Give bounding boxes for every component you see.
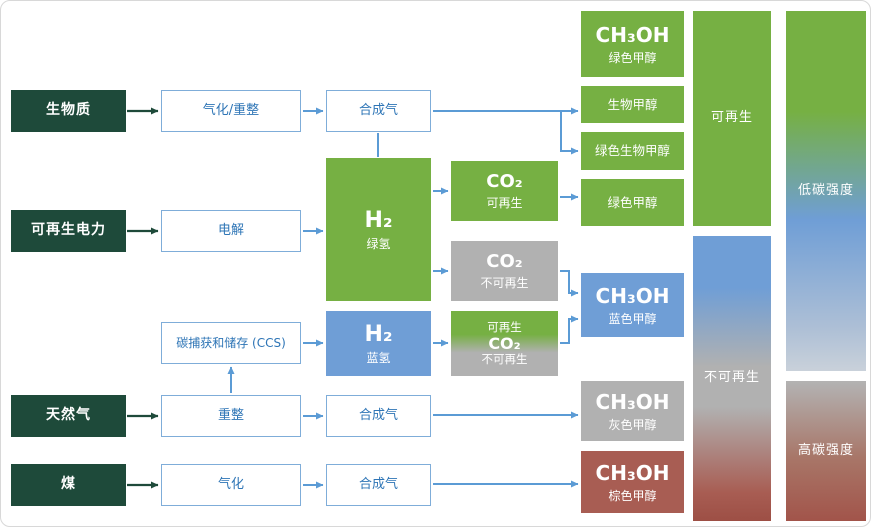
bar-high-carbon-intensity: 高碳强度 xyxy=(786,381,866,521)
node-syngas-biomass: 合成气 xyxy=(326,90,431,132)
node-syngas-coal: 合成气 xyxy=(326,464,431,506)
node-blue-hydrogen: H₂ 蓝氢 xyxy=(326,311,431,376)
green-methanol-header-label: 绿色甲醇 xyxy=(608,50,657,65)
co2-renewable-label: 可再生 xyxy=(486,196,523,211)
node-green-bio-methanol: 绿色生物甲醇 xyxy=(581,132,684,170)
green-bio-methanol-label: 绿色生物甲醇 xyxy=(594,143,670,159)
co2-mixed-bottom-label: 不可再生 xyxy=(481,352,528,367)
node-biomass: 生物质 xyxy=(11,90,126,132)
gray-methanol-label: 灰色甲醇 xyxy=(608,417,657,432)
green-hydrogen-label: 绿氢 xyxy=(366,237,391,252)
co2-nonrenewable-label: 不可再生 xyxy=(480,276,529,291)
node-gray-methanol: CH₃OH 灰色甲醇 xyxy=(581,381,684,441)
node-co2-nonrenewable: CO₂ 不可再生 xyxy=(451,241,558,301)
brown-methanol-label: 棕色甲醇 xyxy=(608,488,657,503)
node-gasification: 气化 xyxy=(161,464,301,506)
node-gasification-reforming-label: 气化/重整 xyxy=(202,102,260,118)
node-brown-methanol: CH₃OH 棕色甲醇 xyxy=(581,451,684,513)
bar-low-carbon-intensity: 低碳强度 xyxy=(786,11,866,371)
blue-hydrogen-label: 蓝氢 xyxy=(366,351,391,366)
node-co2-mixed: 可再生 CO₂ 不可再生 xyxy=(451,311,558,376)
node-ccs-label: 碳捕获和储存 (CCS) xyxy=(176,335,286,350)
node-electrolysis-label: 电解 xyxy=(217,222,244,238)
bar-non-renewable: 不可再生 xyxy=(693,236,771,521)
blue-methanol-formula: CH₃OH xyxy=(595,283,670,308)
node-coal: 煤 xyxy=(11,464,126,506)
node-green-methanol-header: CH₃OH 绿色甲醇 xyxy=(581,11,684,77)
node-syngas-coal-label: 合成气 xyxy=(358,476,398,492)
blue-methanol-label: 蓝色甲醇 xyxy=(608,311,657,326)
co2-renewable-formula: CO₂ xyxy=(486,170,523,192)
node-reforming: 重整 xyxy=(161,395,301,437)
gray-methanol-formula: CH₃OH xyxy=(595,389,670,414)
arrow-co2-nonrenewable-to-blue-methanol xyxy=(560,270,579,297)
bar-low-carbon-intensity-label: 低碳强度 xyxy=(797,182,854,198)
bar-renewable-label: 可再生 xyxy=(710,110,753,126)
green-hydrogen-formula: H₂ xyxy=(364,207,393,233)
node-bio-methanol: 生物甲醇 xyxy=(581,86,684,123)
node-syngas-biomass-label: 合成气 xyxy=(358,102,398,118)
blue-hydrogen-formula: H₂ xyxy=(364,321,393,347)
arrow-co2-mixed-to-blue-methanol xyxy=(560,315,579,344)
co2-mixed-formula: CO₂ xyxy=(488,333,521,353)
node-renewable-power-label: 可再生电力 xyxy=(31,222,106,239)
node-electrolysis: 电解 xyxy=(161,210,301,252)
co2-mixed-top-label: 可再生 xyxy=(487,319,522,334)
node-renewable-power: 可再生电力 xyxy=(11,210,126,252)
bar-high-carbon-intensity-label: 高碳强度 xyxy=(797,442,854,458)
node-syngas-natural-gas-label: 合成气 xyxy=(358,407,398,423)
node-natural-gas: 天然气 xyxy=(11,395,126,437)
node-co2-renewable: CO₂ 可再生 xyxy=(451,161,558,221)
node-natural-gas-label: 天然气 xyxy=(46,407,91,424)
node-green-hydrogen: H₂ 绿氢 xyxy=(326,158,431,301)
node-gasification-label: 气化 xyxy=(217,476,244,492)
bio-methanol-label: 生物甲醇 xyxy=(607,96,658,112)
co2-nonrenewable-formula: CO₂ xyxy=(486,250,523,272)
node-gasification-reforming: 气化/重整 xyxy=(161,90,301,132)
node-blue-methanol: CH₃OH 蓝色甲醇 xyxy=(581,273,684,337)
brown-methanol-formula: CH₃OH xyxy=(595,460,670,485)
bar-non-renewable-label: 不可再生 xyxy=(703,370,760,386)
green-methanol-header-formula: CH₃OH xyxy=(595,22,670,47)
node-reforming-label: 重整 xyxy=(217,407,244,423)
node-ccs: 碳捕获和储存 (CCS) xyxy=(161,322,301,364)
arrow-syngas-to-green-bio-methanol xyxy=(560,111,579,155)
green-methanol-label: 绿色甲醇 xyxy=(607,194,658,210)
node-syngas-natural-gas: 合成气 xyxy=(326,395,431,437)
node-green-methanol: 绿色甲醇 xyxy=(581,179,684,226)
bar-renewable: 可再生 xyxy=(693,11,771,226)
node-coal-label: 煤 xyxy=(61,476,76,493)
node-biomass-label: 生物质 xyxy=(46,102,91,119)
